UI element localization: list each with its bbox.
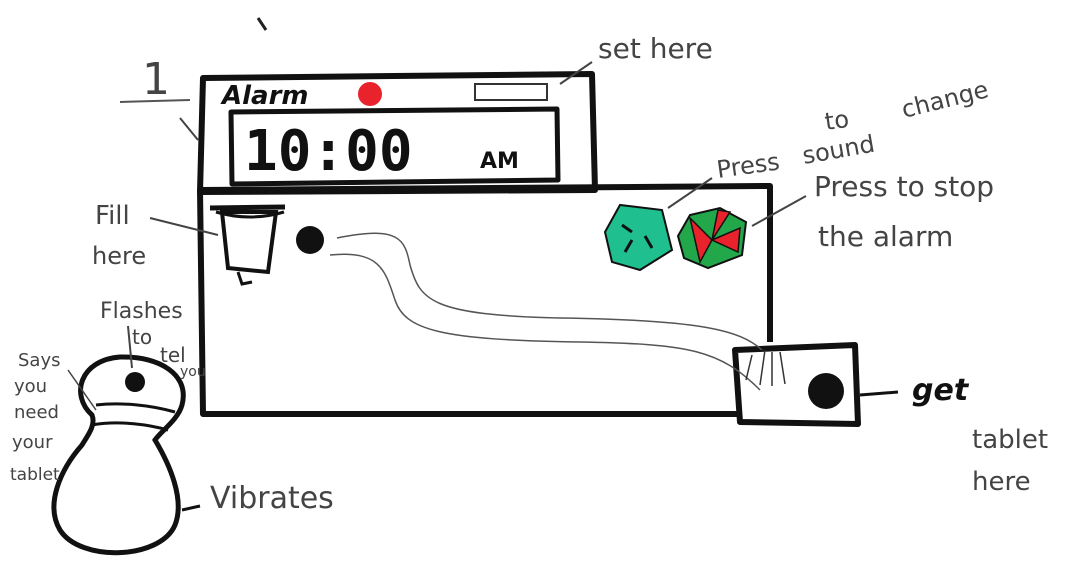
time-digits: 10:00 [244,119,413,184]
time-period: AM [480,149,519,174]
stop-alarm-text-1: Press to stop [814,170,994,203]
change-sound-button[interactable] [605,205,672,270]
get-tablet-annotation: get tablet here [860,373,1048,497]
change-sound-text-3: sound [800,130,877,170]
stop-alarm-text-2: the alarm [818,220,953,253]
set-slot[interactable] [475,84,547,100]
chute-entry [296,226,324,254]
stop-alarm-annotation: Press to stop the alarm [752,170,994,253]
vibrates-text: Vibrates [210,481,334,516]
says-text-2: you [14,376,47,397]
says-text-5: tablet [10,465,60,485]
says-text-4: your [12,432,53,453]
change-sound-text-2: to [823,105,851,136]
get-tablet-text-1: get [912,373,970,408]
fill-here-text-1: Fill [95,201,130,231]
diagram-number-text: 1 [142,54,170,105]
tablet-outlet[interactable] [808,373,844,409]
chute-line [330,254,760,390]
alarm-panel: Alarm 10:00 AM [200,74,595,192]
alarm-label: Alarm [220,81,309,111]
reminder-device [54,357,200,553]
alarm-indicator-light [358,82,382,106]
fill-cup[interactable] [210,207,285,284]
set-here-text: set here [598,32,713,65]
get-tablet-text-3: here [972,467,1031,497]
fill-here-text-2: here [92,242,146,270]
flash-light [125,372,145,392]
get-tablet-text-2: tablet [972,425,1048,455]
change-sound-text-1: Press [715,147,781,184]
says-text-3: need [14,402,59,423]
says-text-1: Says [18,350,61,371]
flashes-text-1: Flashes [100,299,183,324]
change-sound-text-4: change [899,75,991,124]
stop-alarm-button[interactable] [678,208,746,268]
flashes-text-4: you [180,364,206,380]
flashes-text-2: to [132,325,152,349]
